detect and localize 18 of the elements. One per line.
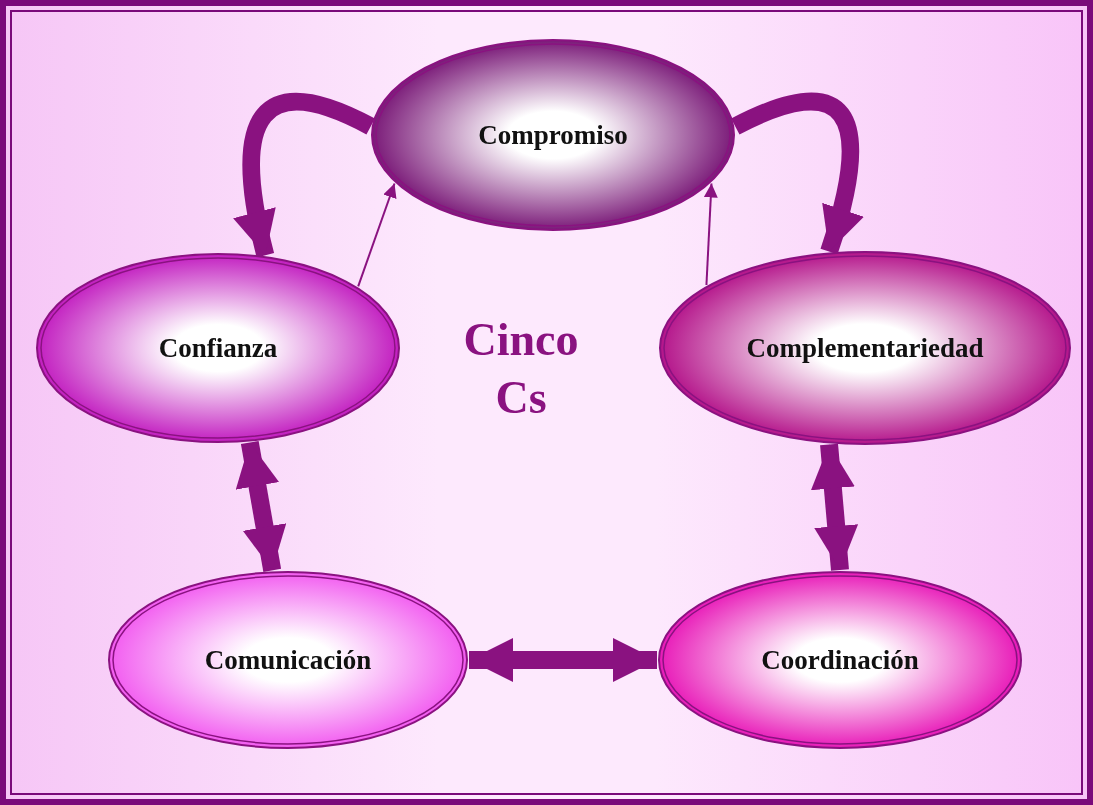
node-label: Complementariedad: [746, 332, 984, 364]
ellipse-node: [370, 38, 736, 232]
arrow: [357, 182, 397, 288]
node-label: Coordinación: [761, 644, 919, 676]
ellipse-node: [657, 570, 1023, 750]
ellipse-node: [35, 252, 401, 444]
node-label: Confianza: [158, 332, 278, 364]
block-arrow: [731, 92, 863, 255]
block-arrow: [810, 443, 859, 571]
block-arrow: [469, 638, 657, 682]
block-arrow: [234, 93, 375, 258]
ellipse-node: [107, 570, 469, 750]
node-label: Comunicación: [204, 644, 372, 676]
node-label: Compromiso: [478, 119, 628, 151]
diagram-title: Cinco Cs: [462, 313, 580, 425]
block-arrow: [235, 441, 287, 572]
arrow: [703, 182, 718, 286]
ellipse-node: [658, 250, 1072, 446]
